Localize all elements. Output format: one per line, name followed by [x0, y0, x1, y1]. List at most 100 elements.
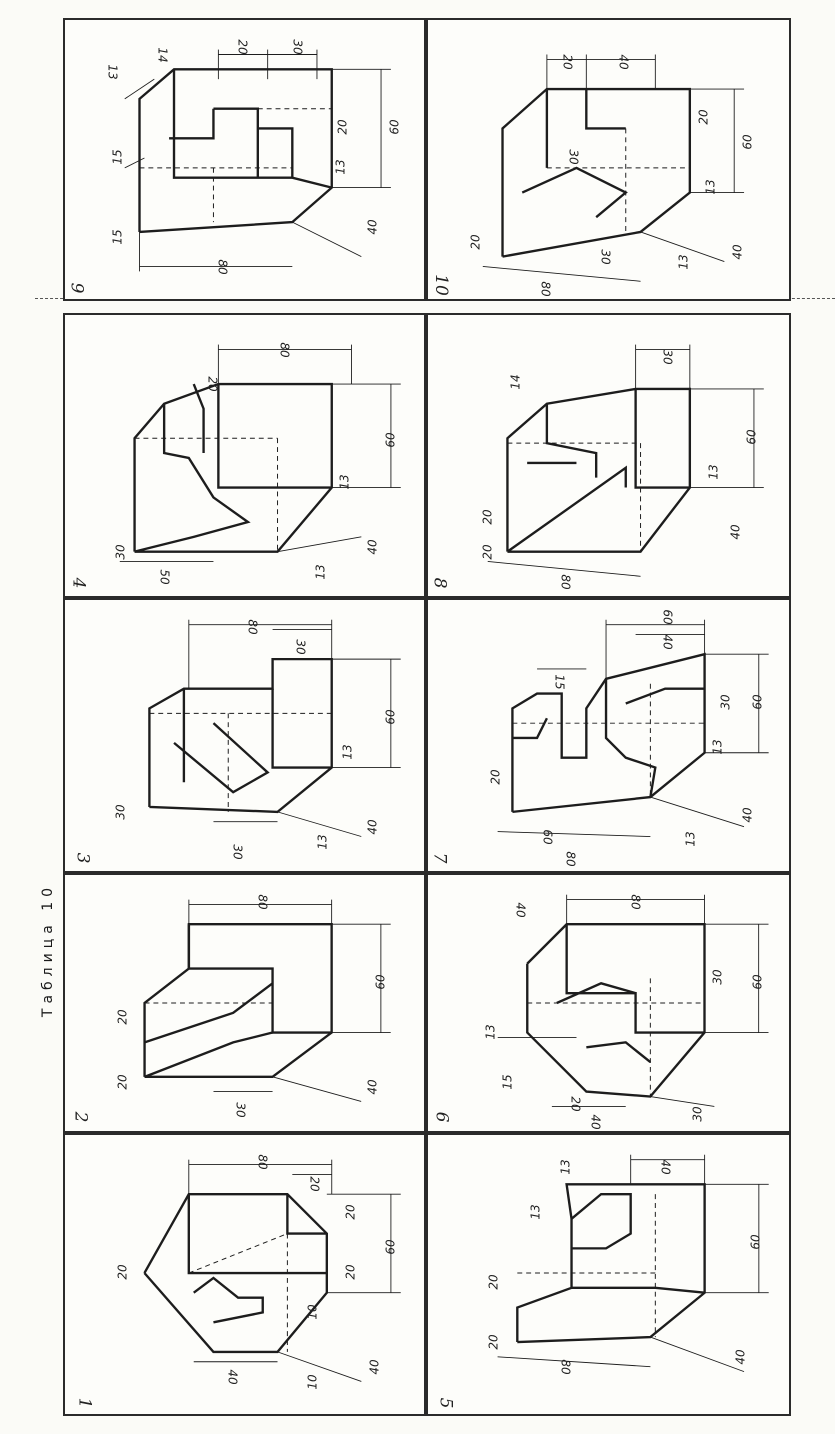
dimension-label: 20	[568, 1096, 583, 1112]
dimension-label: 13	[105, 64, 120, 80]
dimension-label: 20	[335, 119, 350, 135]
dimension-label: 30	[566, 149, 581, 165]
dimension-label: 40	[660, 634, 675, 650]
isometric-drawing-6	[497, 894, 769, 1107]
drawing-cell-9: 9 13 14 20 30 15 20 60 15 80 13 40	[63, 18, 426, 301]
dimension-label: 40	[365, 539, 380, 555]
dimension-label: 60	[383, 709, 398, 725]
cell-number: 1	[74, 1397, 95, 1409]
dimension-label: 13	[703, 179, 718, 195]
isometric-drawing-7	[497, 619, 769, 837]
dimension-label: 20	[343, 1264, 358, 1280]
dimension-label: 13	[313, 564, 328, 580]
cell-number: 4	[68, 577, 89, 589]
dimension-label: 60	[373, 974, 388, 990]
isometric-drawing-8	[487, 344, 764, 577]
dimension-label: 30	[113, 804, 128, 820]
dimension-label: 40	[588, 1114, 603, 1130]
dimension-label: 20	[343, 1204, 358, 1220]
dimension-label: 15	[110, 149, 125, 165]
dimension-label: 60	[660, 609, 675, 625]
dimension-label: 14	[155, 47, 170, 63]
dimension-label: 40	[365, 1079, 380, 1095]
dimension-label: 80	[255, 894, 270, 910]
dimension-label: 30	[233, 1102, 248, 1118]
dimension-label: 60	[750, 974, 765, 990]
dimension-label: 13	[483, 1024, 498, 1040]
dimension-label: 15	[110, 229, 125, 245]
dimension-label: 30	[690, 1106, 705, 1122]
dimension-label: 20	[115, 1264, 130, 1280]
cell-number: 2	[70, 1111, 91, 1123]
dimension-label: 13	[340, 744, 355, 760]
dimension-label: 60	[540, 829, 555, 845]
dimension-label: 10	[305, 1374, 320, 1390]
dimension-label: 60	[744, 429, 759, 445]
dimension-label: 30	[290, 39, 305, 55]
dimension-label: 60	[740, 134, 755, 150]
dimension-label: 13	[333, 159, 348, 175]
dimension-label: 40	[616, 54, 631, 70]
cell-number: 5	[435, 1397, 456, 1409]
dimension-label: 13	[528, 1204, 543, 1220]
dimension-label: 20	[560, 54, 575, 70]
dimension-label: 20	[480, 544, 495, 560]
dimension-label: 40	[225, 1369, 240, 1385]
dimension-label: 13	[337, 474, 352, 490]
dimension-label: 10	[305, 1304, 320, 1320]
isometric-drawing-10	[482, 54, 745, 282]
dimension-label: 80	[558, 1359, 573, 1375]
dimension-label: 40	[365, 819, 380, 835]
dimension-label: 80	[277, 342, 292, 358]
dimension-label: 14	[508, 374, 523, 390]
table-title: Таблица 10	[40, 882, 56, 1018]
dimension-label: 30	[113, 544, 128, 560]
cell-number: 8	[429, 577, 450, 589]
dimension-label: 40	[367, 1359, 382, 1375]
drawing-cell-8: 8 30 14 60 20 20 80 13 40	[426, 313, 791, 598]
dimension-label: 60	[748, 1234, 763, 1250]
dimension-label: 30	[660, 349, 675, 365]
isometric-drawing-2	[143, 899, 391, 1102]
dimension-label: 13	[558, 1159, 573, 1175]
dimension-label: 30	[710, 969, 725, 985]
cell-number: 6	[431, 1111, 452, 1123]
isometric-drawing-3	[148, 619, 401, 837]
dimension-label: 60	[750, 694, 765, 710]
dimension-label: 60	[383, 1239, 398, 1255]
dimension-label: 15	[552, 674, 567, 690]
dimension-label: 80	[558, 574, 573, 590]
dimension-label: 13	[710, 739, 725, 755]
dimension-label: 80	[255, 1154, 270, 1170]
dimension-label: 60	[383, 432, 398, 448]
drawing-cell-3: 3 80 30 60 30 30 13 13 40	[63, 598, 426, 873]
dimension-label: 20	[307, 1176, 322, 1192]
drawing-cell-2: 2 80 60 20 20 30 40	[63, 873, 426, 1133]
isometric-drawing-1	[143, 1159, 401, 1382]
drawing-cell-6: 6 40 80 13 15 30 60 20 40 30	[426, 873, 791, 1133]
dimension-label: 40	[365, 219, 380, 235]
dimension-label: 20	[486, 1274, 501, 1290]
cell-number: 10	[430, 274, 451, 296]
dimension-label: 40	[658, 1159, 673, 1175]
drawing-cell-7: 7 60 40 15 30 60 20 60 80 13 13 40	[426, 598, 791, 873]
dimension-label: 20	[115, 1009, 130, 1025]
dimension-label: 13	[315, 834, 330, 850]
dimension-label: 20	[235, 39, 250, 55]
drawing-cell-1: 1 80 20 20 60 20 10 10 40 40 20	[63, 1133, 426, 1416]
dimension-label: 80	[538, 281, 553, 297]
dimension-label: 80	[245, 619, 260, 635]
dimension-label: 13	[683, 831, 698, 847]
dimension-label: 20	[480, 509, 495, 525]
isometric-drawing-9	[124, 49, 391, 272]
dimension-label: 20	[205, 376, 220, 392]
cell-number: 7	[429, 852, 450, 864]
dimension-label: 13	[676, 254, 691, 270]
cell-number: 3	[72, 852, 93, 864]
dimension-label: 20	[486, 1334, 501, 1350]
dimension-label: 30	[598, 249, 613, 265]
dimension-label: 40	[733, 1349, 748, 1365]
isometric-drawing-4	[119, 344, 401, 562]
dimension-label: 80	[215, 259, 230, 275]
dimension-label: 40	[728, 524, 743, 540]
